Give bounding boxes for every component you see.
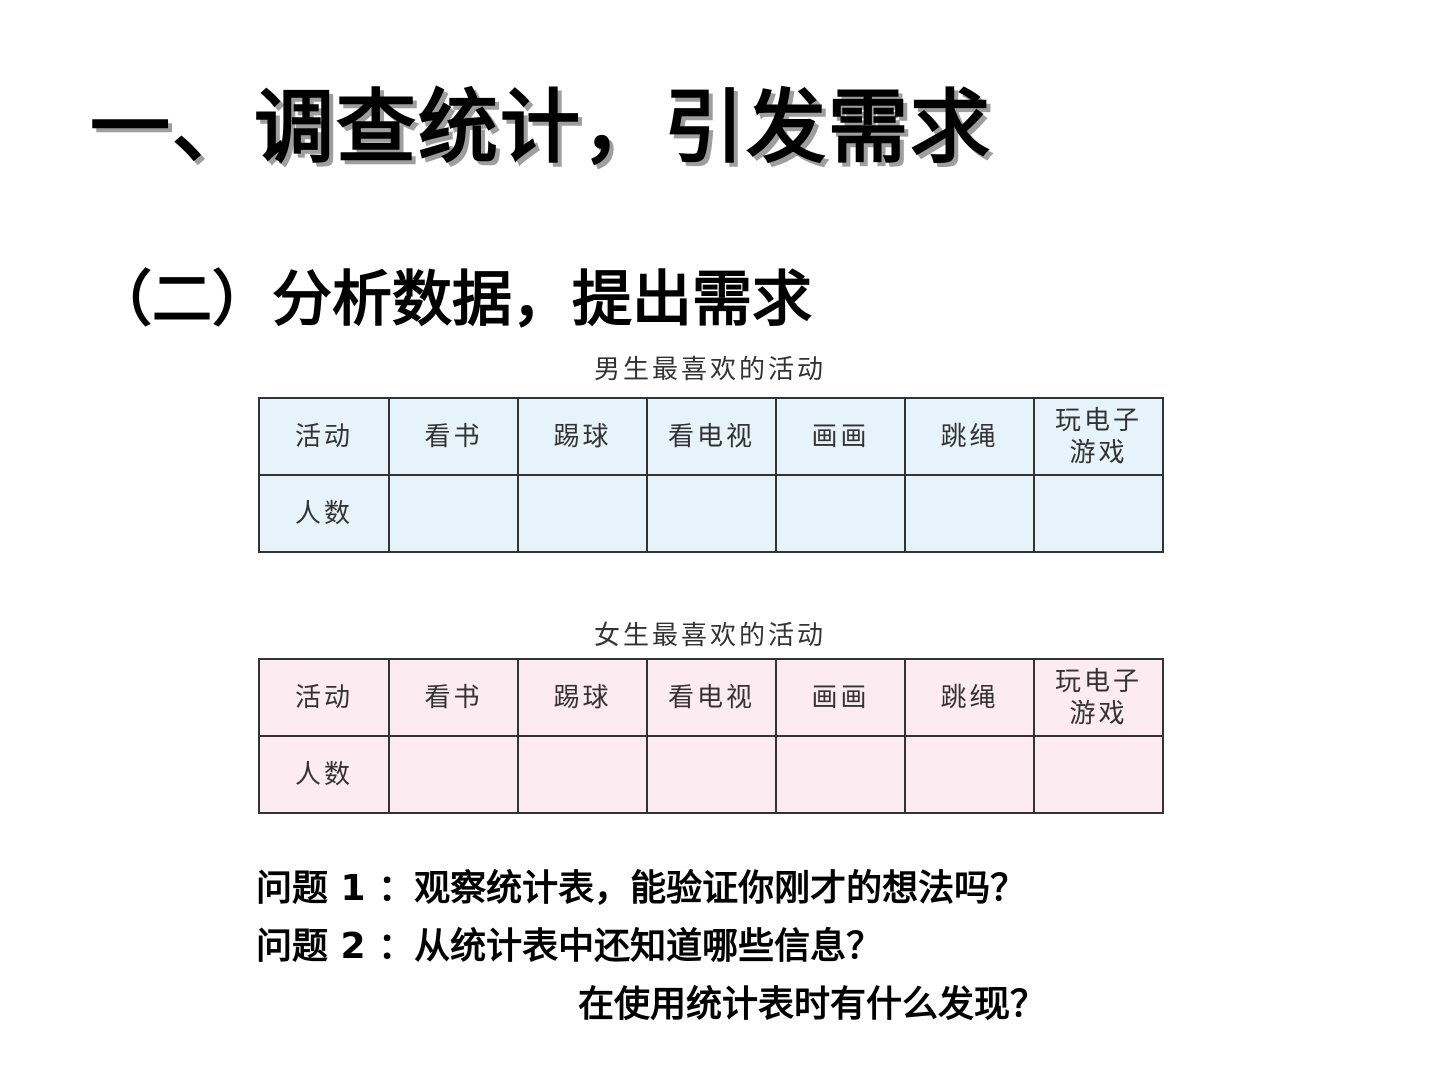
activity-label: 玩电子 游戏 bbox=[1054, 666, 1142, 729]
header-label-cell: 活动 bbox=[258, 397, 390, 476]
question-2: 问题 2 ：从统计表中还知道哪些信息？ bbox=[256, 926, 883, 967]
count-cell bbox=[1033, 474, 1164, 553]
activity-label: 画画 bbox=[811, 421, 870, 452]
question-2-continuation: 在使用统计表时有什么发现？ bbox=[578, 984, 1047, 1025]
activity-header-cell: 看书 bbox=[388, 397, 519, 476]
activity-header-cell: 跳绳 bbox=[904, 397, 1035, 476]
count-cell bbox=[517, 735, 648, 814]
activity-label: 画画 bbox=[811, 682, 870, 713]
girls-table-caption: 女生最喜欢的活动 bbox=[593, 621, 826, 651]
activity-label: 看电视 bbox=[667, 682, 755, 713]
activity-label: 看书 bbox=[424, 682, 483, 713]
activity-label: 看书 bbox=[424, 421, 483, 452]
section-subtitle: （二）分析数据，提出需求 bbox=[92, 265, 812, 335]
activity-label: 玩电子 游戏 bbox=[1054, 405, 1142, 468]
table-header-row: 活动 看书 踢球 看电视 画画 跳绳 玩电子 游戏 bbox=[258, 397, 1164, 476]
activity-label: 跳绳 bbox=[940, 682, 999, 713]
count-cell bbox=[388, 735, 519, 814]
header-label-cell: 活动 bbox=[258, 658, 390, 737]
activity-header-cell: 画画 bbox=[775, 397, 906, 476]
count-cell bbox=[1033, 735, 1164, 814]
boys-table-caption: 男生最喜欢的活动 bbox=[593, 355, 826, 385]
activity-label: 看电视 bbox=[667, 421, 755, 452]
table-count-row: 人数 bbox=[258, 735, 1164, 814]
row-label-cell: 人数 bbox=[258, 735, 390, 814]
activity-header-cell: 看电视 bbox=[646, 397, 777, 476]
count-cell bbox=[904, 474, 1035, 553]
activity-header-cell: 跳绳 bbox=[904, 658, 1035, 737]
boys-activity-table: 活动 看书 踢球 看电视 画画 跳绳 玩电子 游戏 人数 bbox=[258, 397, 1164, 553]
activity-header-cell: 画画 bbox=[775, 658, 906, 737]
activity-header-cell: 看书 bbox=[388, 658, 519, 737]
row-label-cell: 人数 bbox=[258, 474, 390, 553]
question-list: 问题 1 ：观察统计表，能验证你刚才的想法吗？ 问题 2 ：从统计表中还知道哪些… bbox=[256, 860, 1046, 1034]
count-cell bbox=[388, 474, 519, 553]
page-title: 一、调查统计，引发需求 bbox=[90, 81, 992, 174]
count-cell bbox=[646, 735, 777, 814]
activity-header-cell: 踢球 bbox=[517, 658, 648, 737]
count-cell bbox=[517, 474, 648, 553]
girls-activity-table: 活动 看书 踢球 看电视 画画 跳绳 玩电子 游戏 人数 bbox=[258, 658, 1164, 814]
activity-label: 踢球 bbox=[553, 682, 612, 713]
activity-label: 跳绳 bbox=[940, 421, 999, 452]
activity-label: 踢球 bbox=[553, 421, 612, 452]
count-cell bbox=[904, 735, 1035, 814]
activity-header-cell: 玩电子 游戏 bbox=[1033, 397, 1164, 476]
activity-header-cell: 玩电子 游戏 bbox=[1033, 658, 1164, 737]
count-cell bbox=[646, 474, 777, 553]
table-count-row: 人数 bbox=[258, 474, 1164, 553]
question-1: 问题 1 ：观察统计表，能验证你刚才的想法吗？ bbox=[256, 868, 1027, 909]
activity-header-cell: 踢球 bbox=[517, 397, 648, 476]
count-cell bbox=[775, 474, 906, 553]
count-cell bbox=[775, 735, 906, 814]
table-header-row: 活动 看书 踢球 看电视 画画 跳绳 玩电子 游戏 bbox=[258, 658, 1164, 737]
activity-header-cell: 看电视 bbox=[646, 658, 777, 737]
